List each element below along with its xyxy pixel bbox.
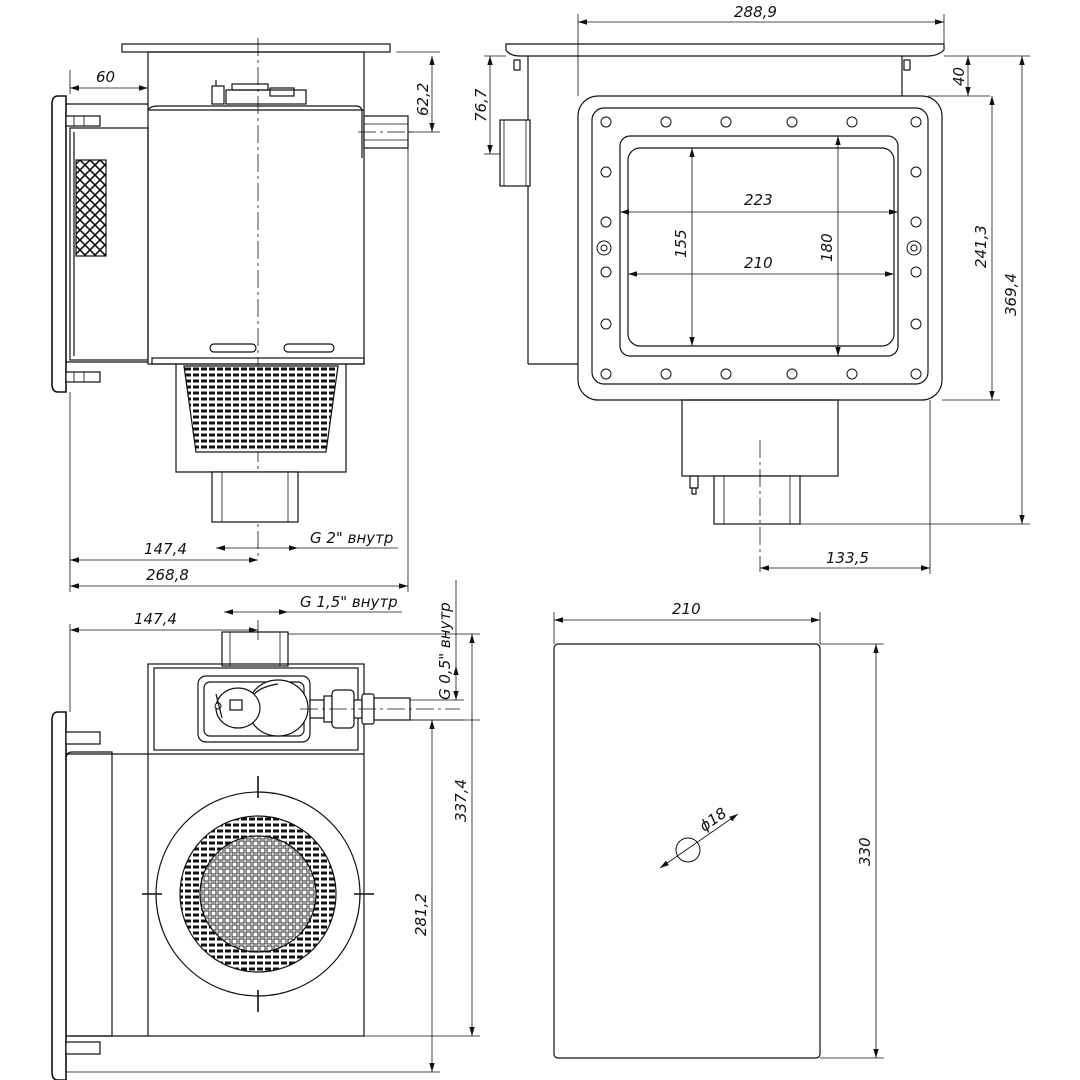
filter-sponge — [75, 159, 107, 257]
housing-top — [147, 663, 365, 1037]
front-flange-top — [51, 711, 148, 1080]
front-view: 288,9 40 76,7 223 210 155 180 241,3 369,… — [472, 3, 1030, 574]
skimmer-basket — [183, 365, 339, 453]
level-fitting — [300, 689, 460, 729]
side-view: 60 62,2 268,8 147,4 G 2" внутр — [51, 38, 440, 592]
dim-pipe-height: 62,2 — [414, 83, 432, 116]
dim-cover-width: 210 — [672, 600, 701, 618]
skimmer-housing — [147, 51, 365, 365]
top-flange — [121, 43, 391, 53]
dim-front-outlet-offset: 133,5 — [826, 549, 869, 567]
cover-view: 210 330 ϕ18 — [553, 600, 884, 1059]
level-valve — [211, 80, 307, 105]
dim-flange-height: 241,3 — [972, 225, 990, 268]
front-flange — [51, 95, 149, 393]
dim-top-outlet-offset: 147,4 — [134, 610, 177, 628]
dim-opening-height-outer: 180 — [818, 233, 836, 262]
dim-flange-depth: 60 — [96, 68, 115, 86]
dim-body-length: 281,2 — [412, 893, 430, 936]
top-lip — [505, 43, 945, 57]
bolt-holes — [596, 116, 922, 380]
dim-outlet-offset: 147,4 — [144, 540, 187, 558]
dim-total-height: 369,4 — [1002, 273, 1020, 316]
dim-hole-diameter: ϕ18 — [696, 804, 730, 835]
dim-outlet-thread: G 2" внутр — [310, 529, 393, 547]
dim-opening-width-outer: 223 — [744, 191, 773, 209]
dim-cover-height: 330 — [856, 837, 874, 866]
level-valve-top — [197, 675, 311, 743]
bottom-outlet — [713, 475, 801, 525]
dim-opening-height-inner: 155 — [672, 229, 690, 258]
dim-total-depth: 268,8 — [146, 566, 189, 584]
side-nozzle — [499, 119, 531, 187]
dim-level-thread: G 0,5" внутр — [436, 602, 454, 700]
dim-nozzle-height: 76,7 — [472, 88, 490, 122]
outlet-pipe — [211, 471, 299, 523]
return-pipe — [221, 631, 289, 667]
dim-return-thread: G 1,5" внутр — [300, 593, 398, 611]
cover-plate — [553, 643, 821, 1059]
dim-front-total-width: 288,9 — [734, 3, 777, 21]
dim-top-offset: 40 — [950, 67, 968, 86]
cover-hole — [675, 837, 701, 863]
top-view: 147,4 G 1,5" внутр G 0,5" внутр 337,4 28… — [51, 580, 480, 1080]
skimmer-basket-top — [142, 776, 374, 1012]
dim-total-length: 337,4 — [452, 779, 470, 822]
front-flange-plate — [577, 95, 943, 401]
intake-opening — [627, 147, 895, 347]
dim-opening-width-inner: 210 — [744, 254, 773, 272]
